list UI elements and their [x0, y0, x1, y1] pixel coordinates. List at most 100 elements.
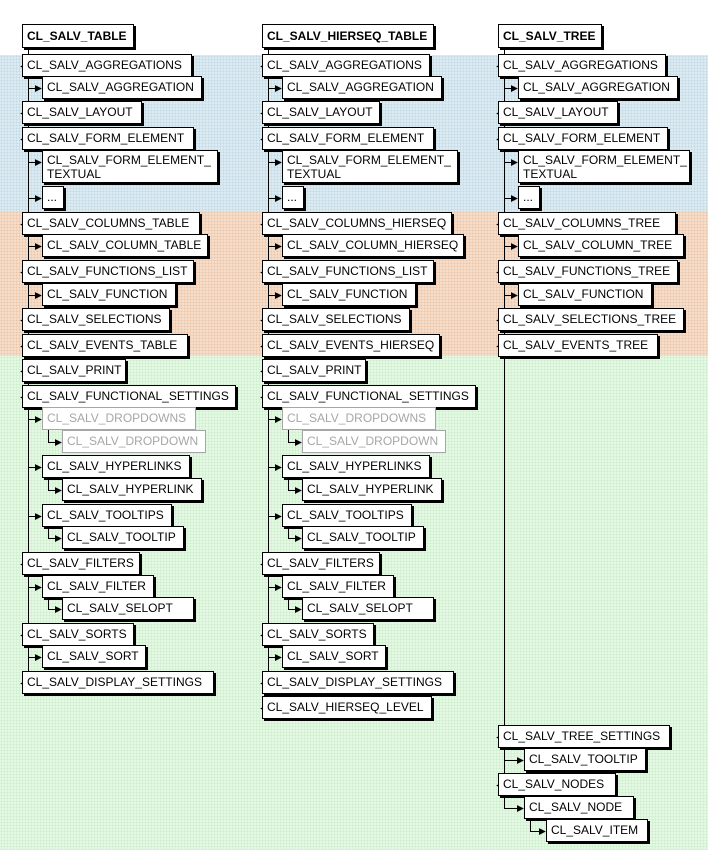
class-node-filter: CL_SALV_FILTER [282, 575, 394, 598]
class-node-selections: CL_SALV_SELECTIONS [262, 308, 410, 331]
class-node-columns: CL_SALV_COLUMNS_TABLE [22, 212, 200, 235]
class-node-layout: CL_SALV_LAYOUT [262, 101, 380, 124]
class-node-function: CL_SALV_FUNCTION [518, 283, 652, 306]
class-node-columns: CL_SALV_COLUMNS_HIERSEQ [262, 212, 452, 235]
connector-arrow [268, 646, 282, 661]
class-node-sorts: CL_SALV_SORTS [262, 623, 374, 646]
connector-arrow [504, 235, 518, 250]
class-node-column: CL_SALV_COLUMN_HIERSEQ [282, 234, 464, 257]
class-node-tree-settings: CL_SALV_TREE_SETTINGS [498, 725, 670, 748]
class-node-root: CL_SALV_TREE [498, 24, 602, 48]
class-node-dropdown: CL_SALV_DROPDOWN [302, 430, 446, 453]
class-node-aggregation: CL_SALV_AGGREGATION [518, 76, 678, 99]
class-node-more: ... [42, 186, 64, 209]
connector-arrow [260, 48, 269, 568]
connector-arrow [28, 77, 42, 92]
class-node-tooltip: CL_SALV_TOOLTIP [524, 748, 646, 771]
class-node-root: CL_SALV_TABLE [22, 24, 134, 48]
connector-arrow [48, 527, 62, 542]
connector-arrow [28, 150, 42, 202]
connector-arrow [288, 598, 302, 613]
connector-arrow [28, 646, 42, 661]
class-node-display-settings: CL_SALV_DISPLAY_SETTINGS [22, 671, 214, 694]
class-node-selections: CL_SALV_SELECTIONS [22, 308, 170, 331]
connector-arrow [20, 48, 29, 276]
connector-arrow [268, 408, 282, 423]
class-node-display-settings: CL_SALV_DISPLAY_SETTINGS [262, 671, 454, 694]
connector-arrow [260, 48, 269, 350]
class-node-selopt: CL_SALV_SELOPT [302, 597, 434, 620]
class-node-column: CL_SALV_COLUMN_TREE [518, 234, 684, 257]
class-node-form-element: CL_SALV_FORM_ELEMENT [262, 127, 434, 150]
connector-arrow [496, 48, 505, 741]
class-node-events: CL_SALV_EVENTS_HIERSEQ [262, 334, 440, 357]
class-node-events: CL_SALV_EVENTS_TREE [498, 334, 658, 357]
class-node-form-element-textual: CL_SALV_FORM_ELEMENT_ TEXTUAL [42, 150, 218, 183]
class-node-hyperlink: CL_SALV_HYPERLINK [302, 478, 442, 501]
class-node-hyperlinks: CL_SALV_HYPERLINKS [282, 455, 430, 478]
connector-arrow [268, 408, 282, 520]
class-node-more: ... [518, 186, 540, 209]
connector-arrow [28, 150, 42, 166]
connector-arrow [268, 408, 282, 471]
class-node-layout: CL_SALV_LAYOUT [498, 101, 618, 124]
class-node-hyperlinks: CL_SALV_HYPERLINKS [42, 455, 190, 478]
class-node-print: CL_SALV_PRINT [22, 359, 126, 382]
class-node-column: CL_SALV_COLUMN_TABLE [42, 234, 208, 257]
class-node-form-element-textual: CL_SALV_FORM_ELEMENT_ TEXTUAL [518, 150, 690, 183]
connector-arrow [48, 430, 62, 446]
class-node-functional-settings: CL_SALV_FUNCTIONAL_SETTINGS [262, 385, 476, 408]
class-node-sorts: CL_SALV_SORTS [22, 623, 134, 646]
connector-arrow [288, 478, 302, 494]
connector-arrow [28, 575, 42, 591]
connector-arrow [260, 48, 269, 276]
connector-arrow [268, 283, 282, 299]
class-node-functions: CL_SALV_FUNCTIONS_TREE [498, 260, 678, 283]
class-node-functions: CL_SALV_FUNCTIONS_LIST [262, 260, 434, 283]
connector-arrow [268, 150, 282, 202]
class-node-sort: CL_SALV_SORT [42, 645, 146, 668]
connector-arrow [268, 150, 282, 166]
connector-arrow [28, 408, 42, 471]
connector-arrow [504, 748, 524, 764]
class-node-dropdowns: CL_SALV_DROPDOWNS [282, 407, 436, 430]
class-node-tooltip: CL_SALV_TOOLTIP [302, 526, 424, 549]
class-node-events: CL_SALV_EVENTS_TABLE [22, 334, 188, 357]
connector-arrow [504, 796, 524, 812]
class-node-sort: CL_SALV_SORT [282, 645, 386, 668]
class-node-hierseq-level: CL_SALV_HIERSEQ_LEVEL [262, 696, 432, 719]
class-node-function: CL_SALV_FUNCTION [42, 283, 176, 306]
class-node-filter: CL_SALV_FILTER [42, 575, 154, 598]
connector-arrow [496, 48, 505, 276]
class-node-dropdown: CL_SALV_DROPDOWN [62, 430, 206, 453]
class-node-selections: CL_SALV_SELECTIONS_TREE [498, 308, 684, 331]
class-node-function: CL_SALV_FUNCTION [282, 283, 416, 306]
connector-arrow [28, 408, 42, 520]
connector-arrow [28, 283, 42, 299]
class-node-nodes: CL_SALV_NODES [498, 773, 616, 796]
class-node-tooltips: CL_SALV_TOOLTIPS [282, 504, 412, 527]
connector-arrow [20, 48, 29, 568]
connector-arrow [288, 430, 302, 446]
class-node-filters: CL_SALV_FILTERS [22, 552, 140, 575]
class-node-tooltips: CL_SALV_TOOLTIPS [42, 504, 172, 527]
class-node-more: ... [282, 186, 304, 209]
connector-arrow [504, 283, 518, 299]
class-node-item: CL_SALV_ITEM [546, 819, 648, 842]
class-node-selopt: CL_SALV_SELOPT [62, 597, 194, 620]
class-node-form-element-textual: CL_SALV_FORM_ELEMENT_ TEXTUAL [282, 150, 458, 183]
connector-arrow [268, 575, 282, 591]
class-node-dropdowns: CL_SALV_DROPDOWNS [42, 407, 196, 430]
class-node-filters: CL_SALV_FILTERS [262, 552, 380, 575]
connector-arrow [504, 77, 518, 92]
class-node-node: CL_SALV_NODE [524, 796, 634, 819]
connector-arrow [530, 819, 546, 835]
class-node-form-element: CL_SALV_FORM_ELEMENT [498, 127, 668, 150]
class-node-functions: CL_SALV_FUNCTIONS_LIST [22, 260, 194, 283]
class-node-aggregations: CL_SALV_AGGREGATIONS [498, 54, 666, 77]
class-node-root: CL_SALV_HIERSEQ_TABLE [262, 24, 434, 48]
connector-arrow [20, 48, 29, 350]
connector-arrow [48, 478, 62, 494]
connector-arrow [288, 527, 302, 542]
